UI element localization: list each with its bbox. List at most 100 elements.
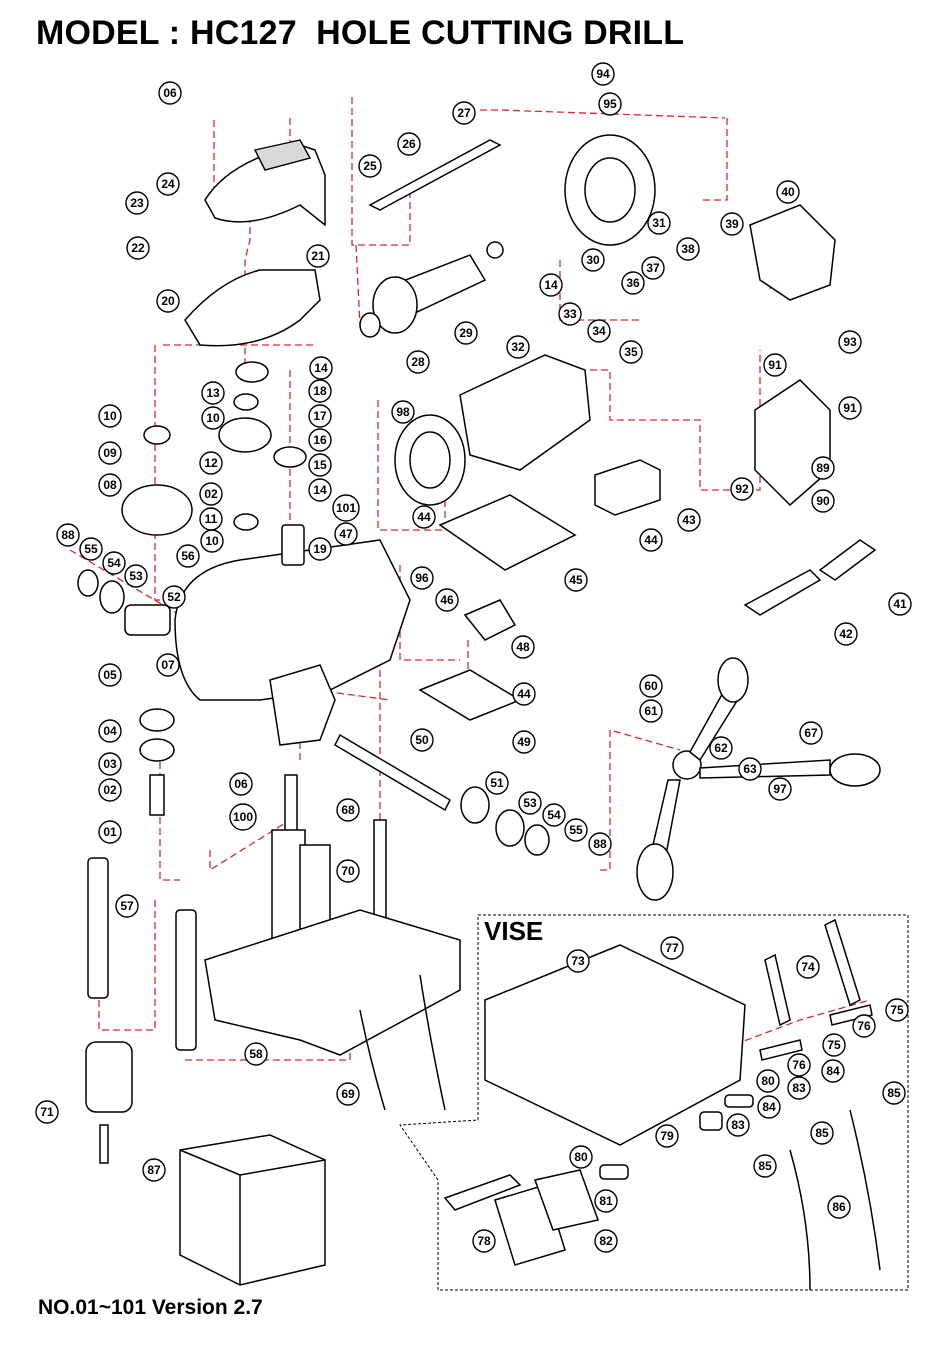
callout-number: 10: [103, 409, 117, 423]
callout-circle: [162, 585, 186, 609]
callout-number: 02: [103, 783, 117, 797]
callout-number: 93: [843, 335, 857, 349]
callout-number: 88: [593, 837, 607, 851]
callout-number: 24: [161, 177, 175, 191]
callout-circle: [410, 566, 434, 590]
callout-number: 101: [336, 501, 356, 515]
part-callout-92: 92: [730, 477, 754, 501]
callout-number: 100: [233, 810, 253, 824]
callout-number: 80: [761, 1074, 775, 1088]
part-callout-47: 47: [334, 522, 358, 546]
callout-circle: [647, 211, 671, 235]
part-callout-11: 11: [199, 507, 223, 531]
callout-circle: [730, 477, 754, 501]
callout-number: 03: [103, 757, 117, 771]
part-callout-34: 34: [587, 319, 611, 343]
part-callout-83: 83: [726, 1113, 750, 1137]
callout-circle: [336, 1082, 360, 1106]
callout-number: 50: [415, 733, 429, 747]
callout-number: 05: [103, 668, 117, 682]
part-callout-29: 29: [454, 321, 478, 345]
callout-circle: [485, 771, 509, 795]
part-shapes: [77, 134, 881, 1291]
part-callout-06: 06: [158, 81, 182, 105]
callout-circle: [882, 1081, 906, 1105]
callout-circle: [410, 728, 434, 752]
callout-number: 70: [341, 864, 355, 878]
callout-number: 68: [341, 803, 355, 817]
callout-circle: [336, 798, 360, 822]
callout-number: 44: [417, 510, 431, 524]
callout-circle: [757, 1095, 781, 1119]
callout-circle: [98, 820, 122, 844]
callout-circle: [156, 172, 180, 196]
callout-number: 47: [339, 527, 353, 541]
part-callout-15: 15: [308, 453, 332, 477]
callout-circle: [124, 564, 148, 588]
callout-number: 67: [804, 726, 818, 740]
part-callout-24: 24: [156, 172, 180, 196]
callout-circle: [200, 529, 224, 553]
callout-circle: [308, 379, 332, 403]
callout-number: 58: [249, 1047, 263, 1061]
part-callout-88: 88: [588, 832, 612, 856]
callout-number: 71: [40, 1105, 54, 1119]
part-callout-51: 51: [485, 771, 509, 795]
callout-circle: [838, 330, 862, 354]
part-callout-05: 05: [98, 663, 122, 687]
part-callout-60: 60: [639, 674, 663, 698]
callout-number: 85: [815, 1126, 829, 1140]
part-callout-39: 39: [720, 212, 744, 236]
part-callout-36: 36: [621, 271, 645, 295]
callout-number: 06: [163, 86, 177, 100]
callout-circle: [598, 92, 622, 116]
callout-number: 41: [893, 597, 907, 611]
callout-number: 96: [415, 571, 429, 585]
callout-number: 43: [682, 513, 696, 527]
callout-number: 51: [490, 776, 504, 790]
part-callout-55: 55: [564, 818, 588, 842]
part-callout-20: 20: [156, 289, 180, 313]
callout-circle: [822, 1033, 846, 1057]
callout-number: 94: [596, 67, 610, 81]
part-callout-74: 74: [796, 955, 820, 979]
part-callout-95: 95: [598, 92, 622, 116]
part-callout-18: 18: [308, 379, 332, 403]
callout-number: 12: [204, 456, 218, 470]
callout-number: 79: [660, 1129, 674, 1143]
callout-circle: [594, 1229, 618, 1253]
part-callout-76: 76: [787, 1053, 811, 1077]
callout-number: 32: [511, 340, 525, 354]
callout-circle: [308, 428, 332, 452]
callout-circle: [397, 132, 421, 156]
callout-circle: [811, 489, 835, 513]
part-callout-45: 45: [564, 568, 588, 592]
callout-number: 33: [563, 307, 577, 321]
callout-circle: [720, 212, 744, 236]
callout-circle: [391, 400, 415, 424]
callout-number: 19: [313, 542, 327, 556]
part-callout-28: 28: [406, 350, 430, 374]
part-callout-53: 53: [518, 791, 542, 815]
callout-number: 84: [826, 1064, 840, 1078]
callout-number: 73: [571, 954, 585, 968]
part-callout-82: 82: [594, 1229, 618, 1253]
callout-circle: [512, 730, 536, 754]
callout-circle: [569, 1145, 593, 1169]
callout-circle: [639, 528, 663, 552]
part-callout-41: 41: [888, 592, 912, 616]
callout-number: 30: [586, 253, 600, 267]
callout-circle: [98, 719, 122, 743]
callout-circle: [621, 271, 645, 295]
part-callout-73: 73: [566, 949, 590, 973]
callout-number: 38: [681, 242, 695, 256]
callout-circle: [511, 635, 535, 659]
part-callout-06: 06: [229, 772, 253, 796]
part-callout-19: 19: [308, 537, 332, 561]
callout-circle: [158, 81, 182, 105]
part-callout-91: 91: [838, 396, 862, 420]
callout-circle: [98, 473, 122, 497]
callout-number: 40: [781, 185, 795, 199]
callout-circle: [588, 832, 612, 856]
